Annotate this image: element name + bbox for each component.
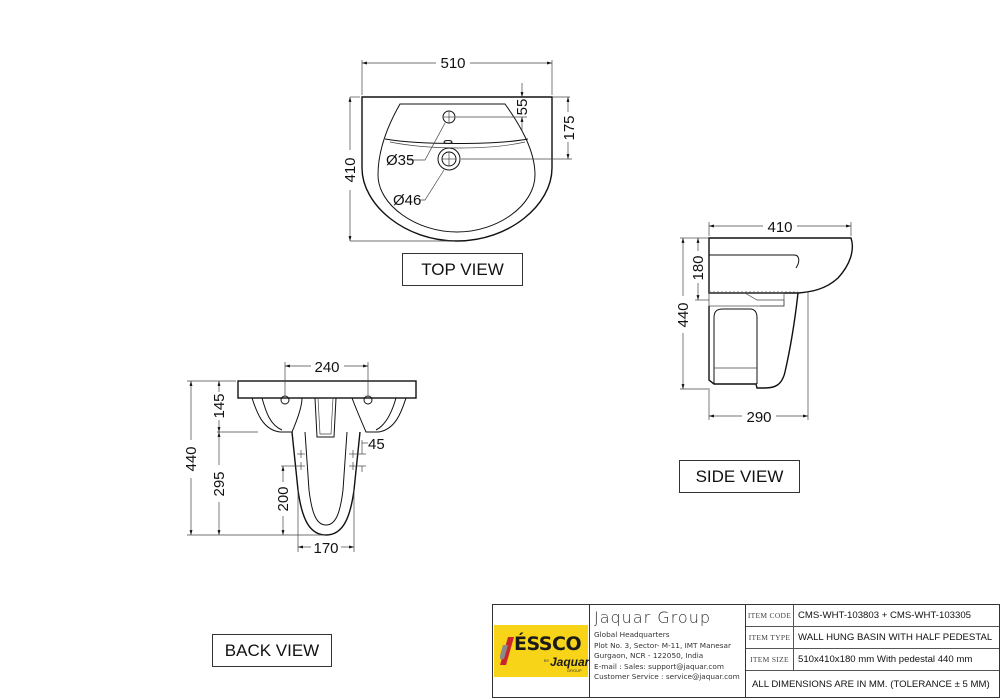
address-line: Global Headquarters — [594, 630, 670, 639]
dim-top-depth: 410 — [342, 157, 359, 182]
side-view-label: SIDE VIEW — [679, 460, 800, 493]
dim-back-total-height: 440 — [183, 446, 200, 471]
title-block: ÉSSCO BY Jaquar GROUP Jaquar Group Globa… — [492, 604, 1000, 698]
top-view-label: TOP VIEW — [402, 253, 523, 286]
item-size-value: 510x410x180 mm With pedestal 440 mm — [798, 654, 973, 665]
dim-back-fixing-spacing: 45 — [368, 436, 385, 453]
item-code-value: CMS-WHT-103803 + CMS-WHT-103305 — [798, 610, 972, 621]
back-view-drawing: 240 440 145 295 45 200 170 — [183, 359, 417, 557]
item-type-key: ITEM TYPE — [746, 627, 794, 648]
dim-top-tap-offset: 55 — [514, 99, 531, 116]
item-type-row: ITEM TYPE WALL HUNG BASIN WITH HALF PEDE… — [746, 627, 999, 649]
logo-parent-sub-text: GROUP — [567, 668, 582, 673]
dim-top-drain-offset: 175 — [561, 115, 578, 140]
dim-back-basin-height: 145 — [211, 393, 228, 418]
dim-side-basin-height: 180 — [690, 255, 707, 280]
service-email: Customer Service : service@jaquar.com — [594, 672, 740, 681]
item-type-value: WALL HUNG BASIN WITH HALF PEDESTAL — [798, 632, 993, 643]
address-line: Gurgaon, NCR - 122050, India — [594, 651, 704, 660]
dim-side-depth: 410 — [767, 219, 792, 236]
sales-email: E-mail : Sales: support@jaquar.com — [594, 661, 724, 671]
dim-back-pedestal-width: 170 — [313, 540, 338, 557]
company-name: Jaquar Group — [594, 608, 711, 627]
dim-side-pedestal-depth: 290 — [746, 409, 771, 426]
dim-back-pedestal-height: 295 — [211, 471, 228, 496]
logo-parent-text: Jaquar — [550, 655, 590, 669]
essco-logo: ÉSSCO BY Jaquar GROUP — [494, 625, 590, 677]
dim-top-tap-diameter: Ø35 — [386, 152, 414, 169]
brand-logo-cell: ÉSSCO BY Jaquar GROUP — [493, 605, 590, 697]
top-view-drawing: 510 410 55 175 Ø35 Ø46 — [342, 55, 578, 242]
tolerance-note: ALL DIMENSIONS ARE IN MM. (TOLERANCE ± 5… — [752, 678, 990, 690]
dim-back-hole-spacing: 240 — [314, 359, 339, 376]
item-details: ITEM CODE CMS-WHT-103803 + CMS-WHT-10330… — [746, 605, 999, 697]
item-code-row: ITEM CODE CMS-WHT-103803 + CMS-WHT-10330… — [746, 605, 999, 627]
logo-brand-text: ÉSSCO — [514, 633, 582, 655]
dim-top-drain-diameter: Ø46 — [393, 192, 421, 209]
item-size-row: ITEM SIZE 510x410x180 mm With pedestal 4… — [746, 649, 999, 671]
back-view-label: BACK VIEW — [212, 634, 332, 667]
address-line: Plot No. 3, Sector- M-11, IMT Manesar — [594, 640, 731, 650]
logo-by-text: BY — [544, 658, 550, 663]
item-size-key: ITEM SIZE — [746, 649, 794, 670]
dim-side-total-height: 440 — [675, 302, 692, 327]
item-code-key: ITEM CODE — [746, 605, 794, 626]
side-view-drawing: 410 180 440 290 — [675, 219, 854, 426]
logo-stripes-icon — [500, 637, 514, 665]
dim-top-width: 510 — [440, 55, 465, 72]
dim-back-fixing-height: 200 — [275, 486, 292, 511]
company-info: Jaquar Group Global Headquarters Plot No… — [590, 605, 746, 697]
